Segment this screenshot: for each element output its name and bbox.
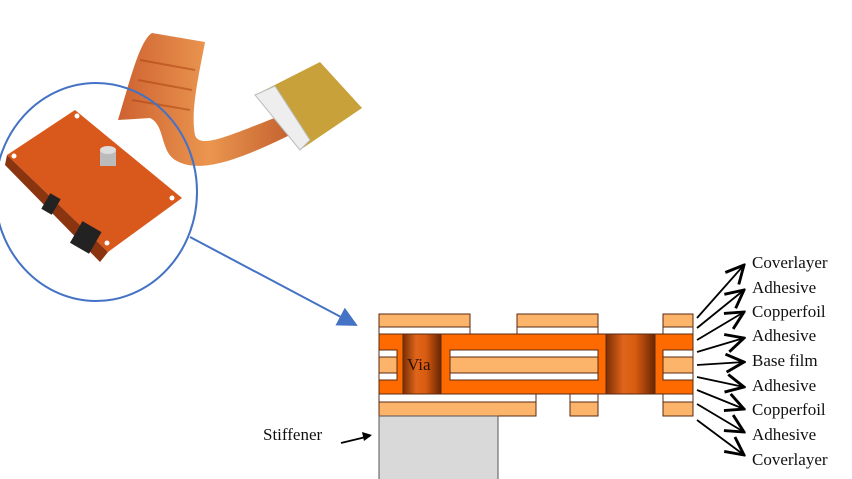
layer-label-adhesive-4: Adhesive <box>752 425 817 444</box>
via-1 <box>402 333 442 395</box>
layer-label-adhesive-1: Adhesive <box>752 278 817 297</box>
via-label: Via <box>407 355 431 374</box>
stiffener <box>378 415 499 479</box>
layer-label-adhesive-2: Adhesive <box>752 326 817 345</box>
callout-arrow <box>189 236 358 326</box>
layer-label-coverlayer-top: Coverlayer <box>752 253 828 272</box>
layer-label-coverlayer-bottom: Coverlayer <box>752 450 828 469</box>
layer-stackup <box>378 313 694 479</box>
layer-label-adhesive-3: Adhesive <box>752 376 817 395</box>
zoom-callout-circle <box>0 82 198 302</box>
via-2 <box>605 333 656 395</box>
layer-label-copperfoil-bottom: Copperfoil <box>752 400 826 419</box>
flex-pcb-photo <box>5 33 362 262</box>
stiffener-label: Stiffener <box>263 425 323 444</box>
layer-label-copperfoil-top: Copperfoil <box>752 302 826 321</box>
layer-label-base-film: Base film <box>752 351 818 370</box>
stiffener-arrowhead <box>362 432 372 441</box>
